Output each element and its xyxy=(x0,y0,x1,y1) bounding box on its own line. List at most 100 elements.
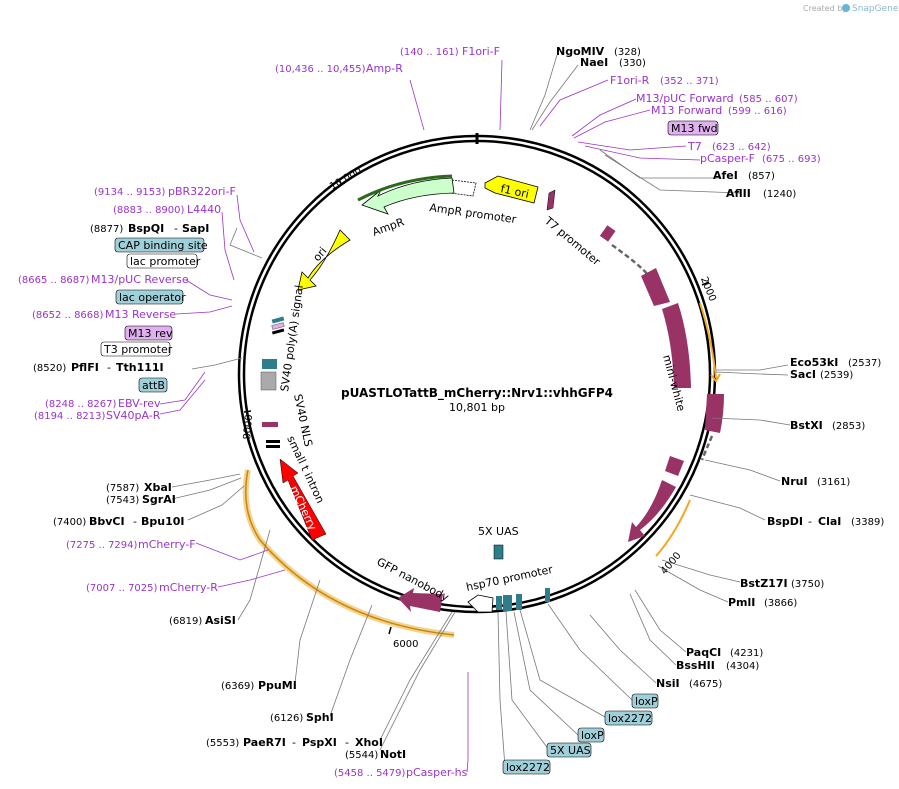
primer-m13puc-rev-pos: (8665 .. 8687) xyxy=(18,275,90,286)
f1ori-feature xyxy=(484,175,539,204)
enzyme-noti-pos: (5544) xyxy=(345,750,378,761)
primer-ampr-pos: (10,436 .. 10,455) xyxy=(275,64,366,75)
svg-text:attB: attB xyxy=(142,379,165,392)
enzyme-sgrai: SgrAI xyxy=(142,493,176,506)
miniwhite-orf-1 xyxy=(699,302,717,379)
enzyme-saci: SacI xyxy=(790,368,816,381)
ampr-feature xyxy=(361,177,455,215)
enzyme-afei-pos: (857) xyxy=(748,171,775,182)
miniwhite-exon5 xyxy=(665,456,684,476)
enzyme-paer7i-pos: (5553) xyxy=(206,738,239,749)
box-lacprom xyxy=(126,253,198,269)
enzyme-sapi: SapI xyxy=(182,222,209,235)
watermark-created-by: Created by xyxy=(803,4,847,13)
primer-ebvrev-pos: (8248 .. 8267) xyxy=(45,399,117,410)
enzyme-tth111i: Tth111I xyxy=(116,361,164,374)
primer-t7: T7 xyxy=(687,140,702,153)
enzyme-pflfi: PflFI xyxy=(71,361,99,374)
box-uas5b xyxy=(546,742,592,758)
primer-f1orir-pos: (352 .. 371) xyxy=(660,76,719,87)
snapgene-logo-icon xyxy=(842,4,850,12)
primer-mcherryf: mCherry-F xyxy=(138,538,196,551)
ampr-orf-line xyxy=(357,174,453,202)
plasmid-name: pUASTLOTattB_mCherry::Nrv1::vhhGFP4 xyxy=(341,386,613,401)
svg-text:lox2272: lox2272 xyxy=(608,712,652,725)
enzyme-bpu10i: Bpu10I xyxy=(141,515,185,528)
enzyme-clai: ClaI xyxy=(818,515,841,528)
enzyme-paqci: PaqCI xyxy=(686,646,721,659)
enzyme-bspqi-pos: (8877) xyxy=(90,224,123,235)
enzyme-asisi-pos: (6819) xyxy=(169,616,202,627)
enzyme-bstz17i: BstZ17I xyxy=(740,577,788,590)
svg-text:lox2272: lox2272 xyxy=(506,761,550,774)
miniwhite-orf-2 xyxy=(655,499,691,557)
enzyme-pspxi: PspXI xyxy=(302,736,337,749)
enzyme-nrui: NruI xyxy=(781,475,808,488)
primer-pcasperf: pCasper-F xyxy=(700,152,755,165)
enzyme-ngomiv: NgoMIV xyxy=(556,45,605,58)
mcherry-feature xyxy=(279,458,327,541)
sv40polya-label: SV40 poly(A) signal xyxy=(278,284,306,392)
enzyme-bstxi: BstXI xyxy=(790,419,823,432)
enzyme-clai-pos: (3389) xyxy=(851,517,884,528)
enzyme-sgrai-pos: (7543) xyxy=(106,495,139,506)
svg-text:CAP binding site: CAP binding site xyxy=(118,239,208,252)
sv40polya-feature xyxy=(260,371,277,391)
enzyme-xhoi: XhoI xyxy=(355,736,383,749)
primer-pbr322orif-pos: (9134 .. 9153) xyxy=(94,187,166,198)
enzyme-noti: NotI xyxy=(380,748,406,761)
tick-2000: 2000 xyxy=(698,275,718,303)
primer-m13puc-fwd-pos: (585 .. 607) xyxy=(739,94,798,105)
svg-text:M13 fwd: M13 fwd xyxy=(671,122,718,135)
t7promoter-feature xyxy=(546,189,556,211)
ori-label: ori xyxy=(310,245,329,264)
primer-t7-pos: (623 .. 642) xyxy=(712,142,771,153)
primer-pcasperhs: pCasper-hs xyxy=(406,766,468,779)
miniwhite-intron2 xyxy=(700,435,714,461)
enzyme-pflfi-pos: (8520) xyxy=(33,363,66,374)
enzyme-bstz17i-pos: (3750) xyxy=(791,579,824,590)
primer-sv40par-pos: (8194 .. 8213) xyxy=(34,411,106,422)
primer-l4440-pos: (8883 .. 8900) xyxy=(113,205,185,216)
enzyme-saci-pos: (2539) xyxy=(820,370,853,381)
svg-text:-: - xyxy=(107,361,111,374)
ampr-label: AmpR xyxy=(371,215,407,239)
enzyme-bsshii: BssHII xyxy=(676,659,715,672)
enzyme-pmli-pos: (3866) xyxy=(764,598,797,609)
enzyme-nsii-pos: (4675) xyxy=(689,679,722,690)
svg-text:-: - xyxy=(133,515,137,528)
enzyme-ppumi: PpuMI xyxy=(258,679,297,692)
enzyme-afei: AfeI xyxy=(713,169,738,182)
enzyme-nrui-pos: (3161) xyxy=(817,477,850,488)
primer-pcasperf-pos: (675 .. 693) xyxy=(762,154,821,165)
primer-m13-fwd: M13 Forward xyxy=(651,104,722,117)
svg-text:-: - xyxy=(292,736,296,749)
enzyme-paer7i: PaeR7I xyxy=(243,736,286,749)
svg-text:5X UAS: 5X UAS xyxy=(550,744,591,757)
f1ori-label: f1 ori xyxy=(499,182,530,201)
svg-text:lac operator: lac operator xyxy=(119,291,186,304)
enzyme-bspdi: BspDI xyxy=(767,515,803,528)
uas5-feature xyxy=(493,544,504,560)
enzyme-eco53ki: Eco53kI xyxy=(790,356,838,369)
svg-text:-: - xyxy=(174,222,178,235)
box-m13rev xyxy=(124,325,173,341)
primer-ebvrev: EBV-rev xyxy=(118,397,161,410)
svg-text:lac promoter: lac promoter xyxy=(130,255,201,268)
gfpnb-feature xyxy=(398,588,443,612)
enzyme-nsii: NsiI xyxy=(656,677,680,690)
enzyme-bspqi: BspQI xyxy=(128,222,164,235)
primer-mcherryr-pos: (7007 .. 7025) xyxy=(86,583,158,594)
primer-m13puc-fwd: M13/pUC Forward xyxy=(636,92,734,105)
miniwhite-exon1 xyxy=(599,225,616,242)
enzyme-naei-pos: (330) xyxy=(619,58,646,69)
svg-text:M13 rev: M13 rev xyxy=(128,327,173,340)
primer-pbr322orif: pBR322ori-F xyxy=(168,185,236,198)
primer-m13-fwd-pos: (599 .. 616) xyxy=(728,106,787,117)
amppromoter-label: AmpR promoter xyxy=(429,201,518,226)
enzyme-pmli: PmlI xyxy=(728,596,755,609)
svg-text:loxP: loxP xyxy=(635,695,658,708)
tick-10000: 10,000 xyxy=(328,166,364,193)
box-lox2272b xyxy=(502,759,551,775)
